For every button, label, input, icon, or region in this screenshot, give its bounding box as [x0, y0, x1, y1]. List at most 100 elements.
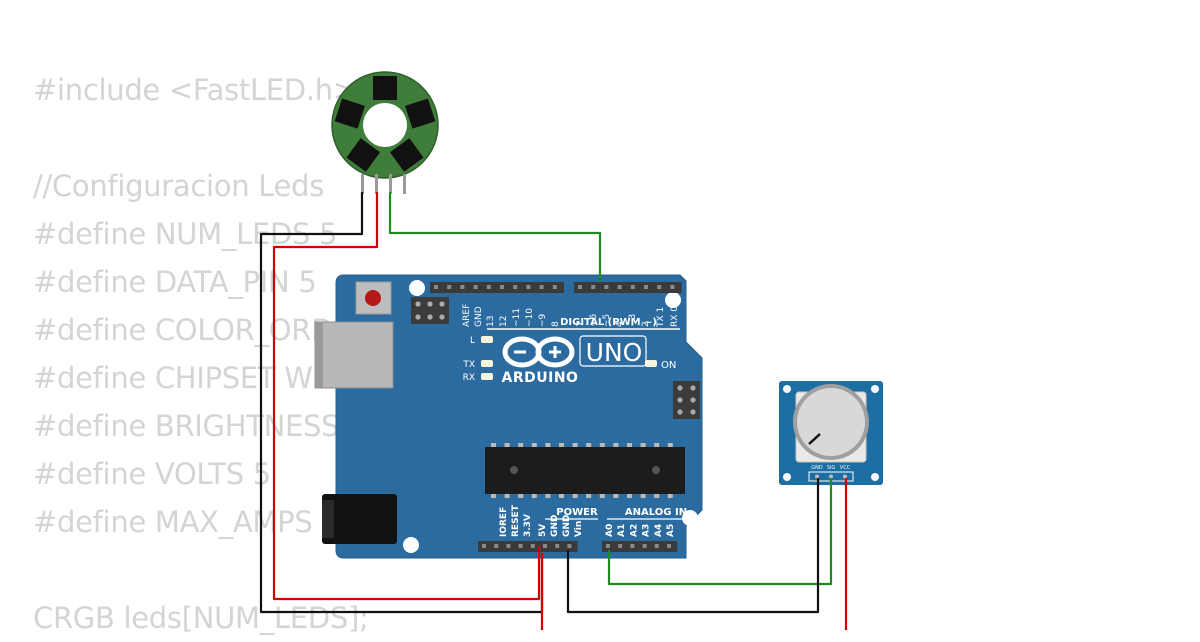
header-pin[interactable]: [555, 544, 560, 548]
power-jack: [322, 494, 397, 544]
header-pin[interactable]: [606, 544, 610, 548]
pot-pin-label-vcc: VCC: [840, 465, 851, 471]
wire-pot-gnd[interactable]: [566, 478, 820, 614]
header-pin[interactable]: [473, 285, 478, 289]
header-pin[interactable]: [644, 285, 648, 289]
power-pin-label: GND: [562, 515, 572, 537]
pot-pin-label-gnd: GND: [811, 465, 823, 471]
header-pin[interactable]: [591, 285, 596, 289]
pot-pin: [829, 474, 833, 479]
header-pin[interactable]: [618, 544, 623, 548]
ring-led-pixel: [334, 98, 365, 129]
digital-header-right: [574, 282, 682, 293]
pot-knob-face[interactable]: [797, 388, 865, 456]
mount-hole: [665, 292, 681, 308]
power-header: [478, 541, 578, 552]
header-pin[interactable]: [552, 285, 557, 289]
icsp-header-right: [673, 381, 700, 419]
wire-pot-signal[interactable]: [607, 478, 833, 586]
pot-mount-hole: [871, 385, 879, 393]
digital-pin-label: 12: [499, 316, 509, 327]
pot-pin: [815, 474, 819, 479]
analog-pin-label: A1: [617, 524, 627, 537]
led-tx-label: TX: [462, 360, 475, 370]
code-line: #define VOLTS 5: [33, 457, 271, 491]
header-pin[interactable]: [617, 285, 622, 289]
code-line: #include <FastLED.h>: [33, 73, 357, 107]
potentiometer-module[interactable]: GND SIG VCC: [779, 381, 883, 485]
header-pin[interactable]: [642, 544, 647, 548]
pot-mount-hole: [783, 385, 791, 393]
analog-pin-label: A3: [642, 524, 652, 537]
power-pin-label: 3.3V: [523, 514, 533, 537]
code-line: #define BRIGHTNESS 255: [33, 409, 403, 443]
digital-pin-label: ~11: [512, 308, 522, 327]
mount-hole: [682, 510, 698, 526]
digital-pin-label: ~3: [628, 314, 638, 327]
led-ring-neopixel[interactable]: [331, 71, 439, 194]
header-pin[interactable]: [518, 544, 523, 548]
analog-pin-label: A2: [629, 524, 639, 537]
header-pin[interactable]: [539, 285, 544, 289]
digital-pin-label: RX 0: [670, 306, 680, 327]
header-pin[interactable]: [630, 285, 635, 289]
microcontroller-chip: [485, 443, 685, 498]
led-l: [481, 336, 493, 343]
header-pin[interactable]: [486, 285, 491, 289]
pot-knob-indicator: [808, 433, 821, 445]
pot-mount-hole: [783, 473, 791, 481]
header-pin[interactable]: [604, 285, 609, 289]
ring-led-pixel: [346, 138, 381, 172]
led-on-label: ON: [661, 360, 676, 371]
ring-pin: [361, 174, 364, 194]
header-pin[interactable]: [434, 285, 438, 289]
led-ring-hole: [363, 103, 407, 147]
header-pin[interactable]: [447, 285, 452, 289]
header-pin[interactable]: [670, 285, 675, 289]
header-pin[interactable]: [630, 544, 635, 548]
header-pin[interactable]: [667, 544, 671, 548]
uno-label-box: [579, 335, 647, 367]
uno-label: UNO: [586, 338, 643, 367]
power-pin-label: RESET: [511, 504, 521, 537]
header-pin[interactable]: [543, 544, 547, 548]
header-pin[interactable]: [526, 285, 531, 289]
header-pin[interactable]: [513, 285, 518, 289]
usb-connector-shade: [315, 322, 323, 388]
header-pin[interactable]: [657, 285, 662, 289]
led-rx: [481, 373, 493, 380]
ring-pin: [375, 174, 378, 194]
header-pin[interactable]: [530, 544, 535, 548]
analog-pin-label: A0: [605, 524, 615, 537]
header-pin[interactable]: [578, 285, 582, 289]
led-l-label: L: [470, 336, 475, 346]
power-pin-label: 5V: [538, 524, 548, 537]
power-label: POWER: [556, 507, 598, 518]
digital-pin-label: GND: [474, 306, 484, 327]
analog-label: ANALOG IN: [625, 507, 687, 518]
wire-ring-vcc[interactable]: [272, 192, 541, 601]
analog-header: [602, 541, 678, 552]
power-pin-label: IOREF: [499, 507, 509, 537]
header-pin[interactable]: [494, 544, 499, 548]
digital-pin-label: TX 1: [656, 307, 666, 328]
analog-pin-label: A4: [654, 524, 664, 537]
header-pin[interactable]: [567, 544, 572, 548]
pot-pin: [843, 474, 847, 479]
header-pin[interactable]: [500, 285, 504, 289]
wires: [259, 192, 848, 630]
led-tx: [481, 360, 493, 367]
led-rx-label: RX: [463, 373, 475, 383]
header-pin[interactable]: [460, 285, 465, 289]
header-pin[interactable]: [654, 544, 659, 548]
reset-button-cap[interactable]: [365, 290, 381, 306]
digital-pin-label: AREF: [462, 304, 472, 327]
power-jack-inner: [322, 500, 334, 538]
wire-ring-data[interactable]: [388, 192, 602, 281]
header-pin[interactable]: [506, 544, 511, 548]
header-pin[interactable]: [482, 544, 486, 548]
